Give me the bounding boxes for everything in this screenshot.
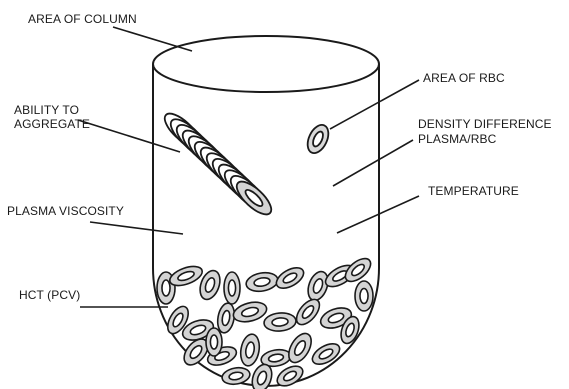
leader-area-of-column <box>113 27 192 51</box>
label-temperature: TEMPERATURE <box>428 184 519 199</box>
single-rbc <box>304 122 333 157</box>
leader-plasma-viscosity <box>90 222 183 234</box>
settled-rbc <box>224 272 240 304</box>
settled-rbc <box>292 295 324 328</box>
settled-rbc-layer <box>157 254 375 389</box>
leader-ability <box>78 120 180 152</box>
label-density-line2: PLASMA/RBC <box>418 132 496 147</box>
settled-rbc <box>245 270 280 293</box>
settled-rbc <box>206 328 222 356</box>
settled-rbc <box>355 281 373 311</box>
settled-rbc <box>216 302 237 334</box>
settled-rbc <box>263 312 296 333</box>
settled-rbc <box>273 264 307 293</box>
label-hct: HCT (PCV) <box>19 288 80 303</box>
label-density-line1: DENSITY DIFFERENCE <box>418 117 552 132</box>
settled-rbc <box>231 299 269 325</box>
leader-density <box>333 140 413 186</box>
settled-rbc <box>167 263 204 290</box>
label-ability-line2: AGGREGATE <box>14 117 90 132</box>
settled-rbc <box>309 340 343 369</box>
label-area-of-column: AREA OF COLUMN <box>28 12 137 27</box>
label-ability-line1: ABILITY TO <box>14 103 79 118</box>
rouleau-disc <box>232 176 276 219</box>
label-area-of-rbc: AREA OF RBC <box>423 71 505 86</box>
leader-area-of-rbc <box>330 80 419 129</box>
label-plasma-viscosity: PLASMA VISCOSITY <box>7 204 124 219</box>
column-top-opening <box>153 36 379 92</box>
settled-rbc <box>238 333 261 368</box>
rbc-rouleau-stack <box>160 108 276 219</box>
